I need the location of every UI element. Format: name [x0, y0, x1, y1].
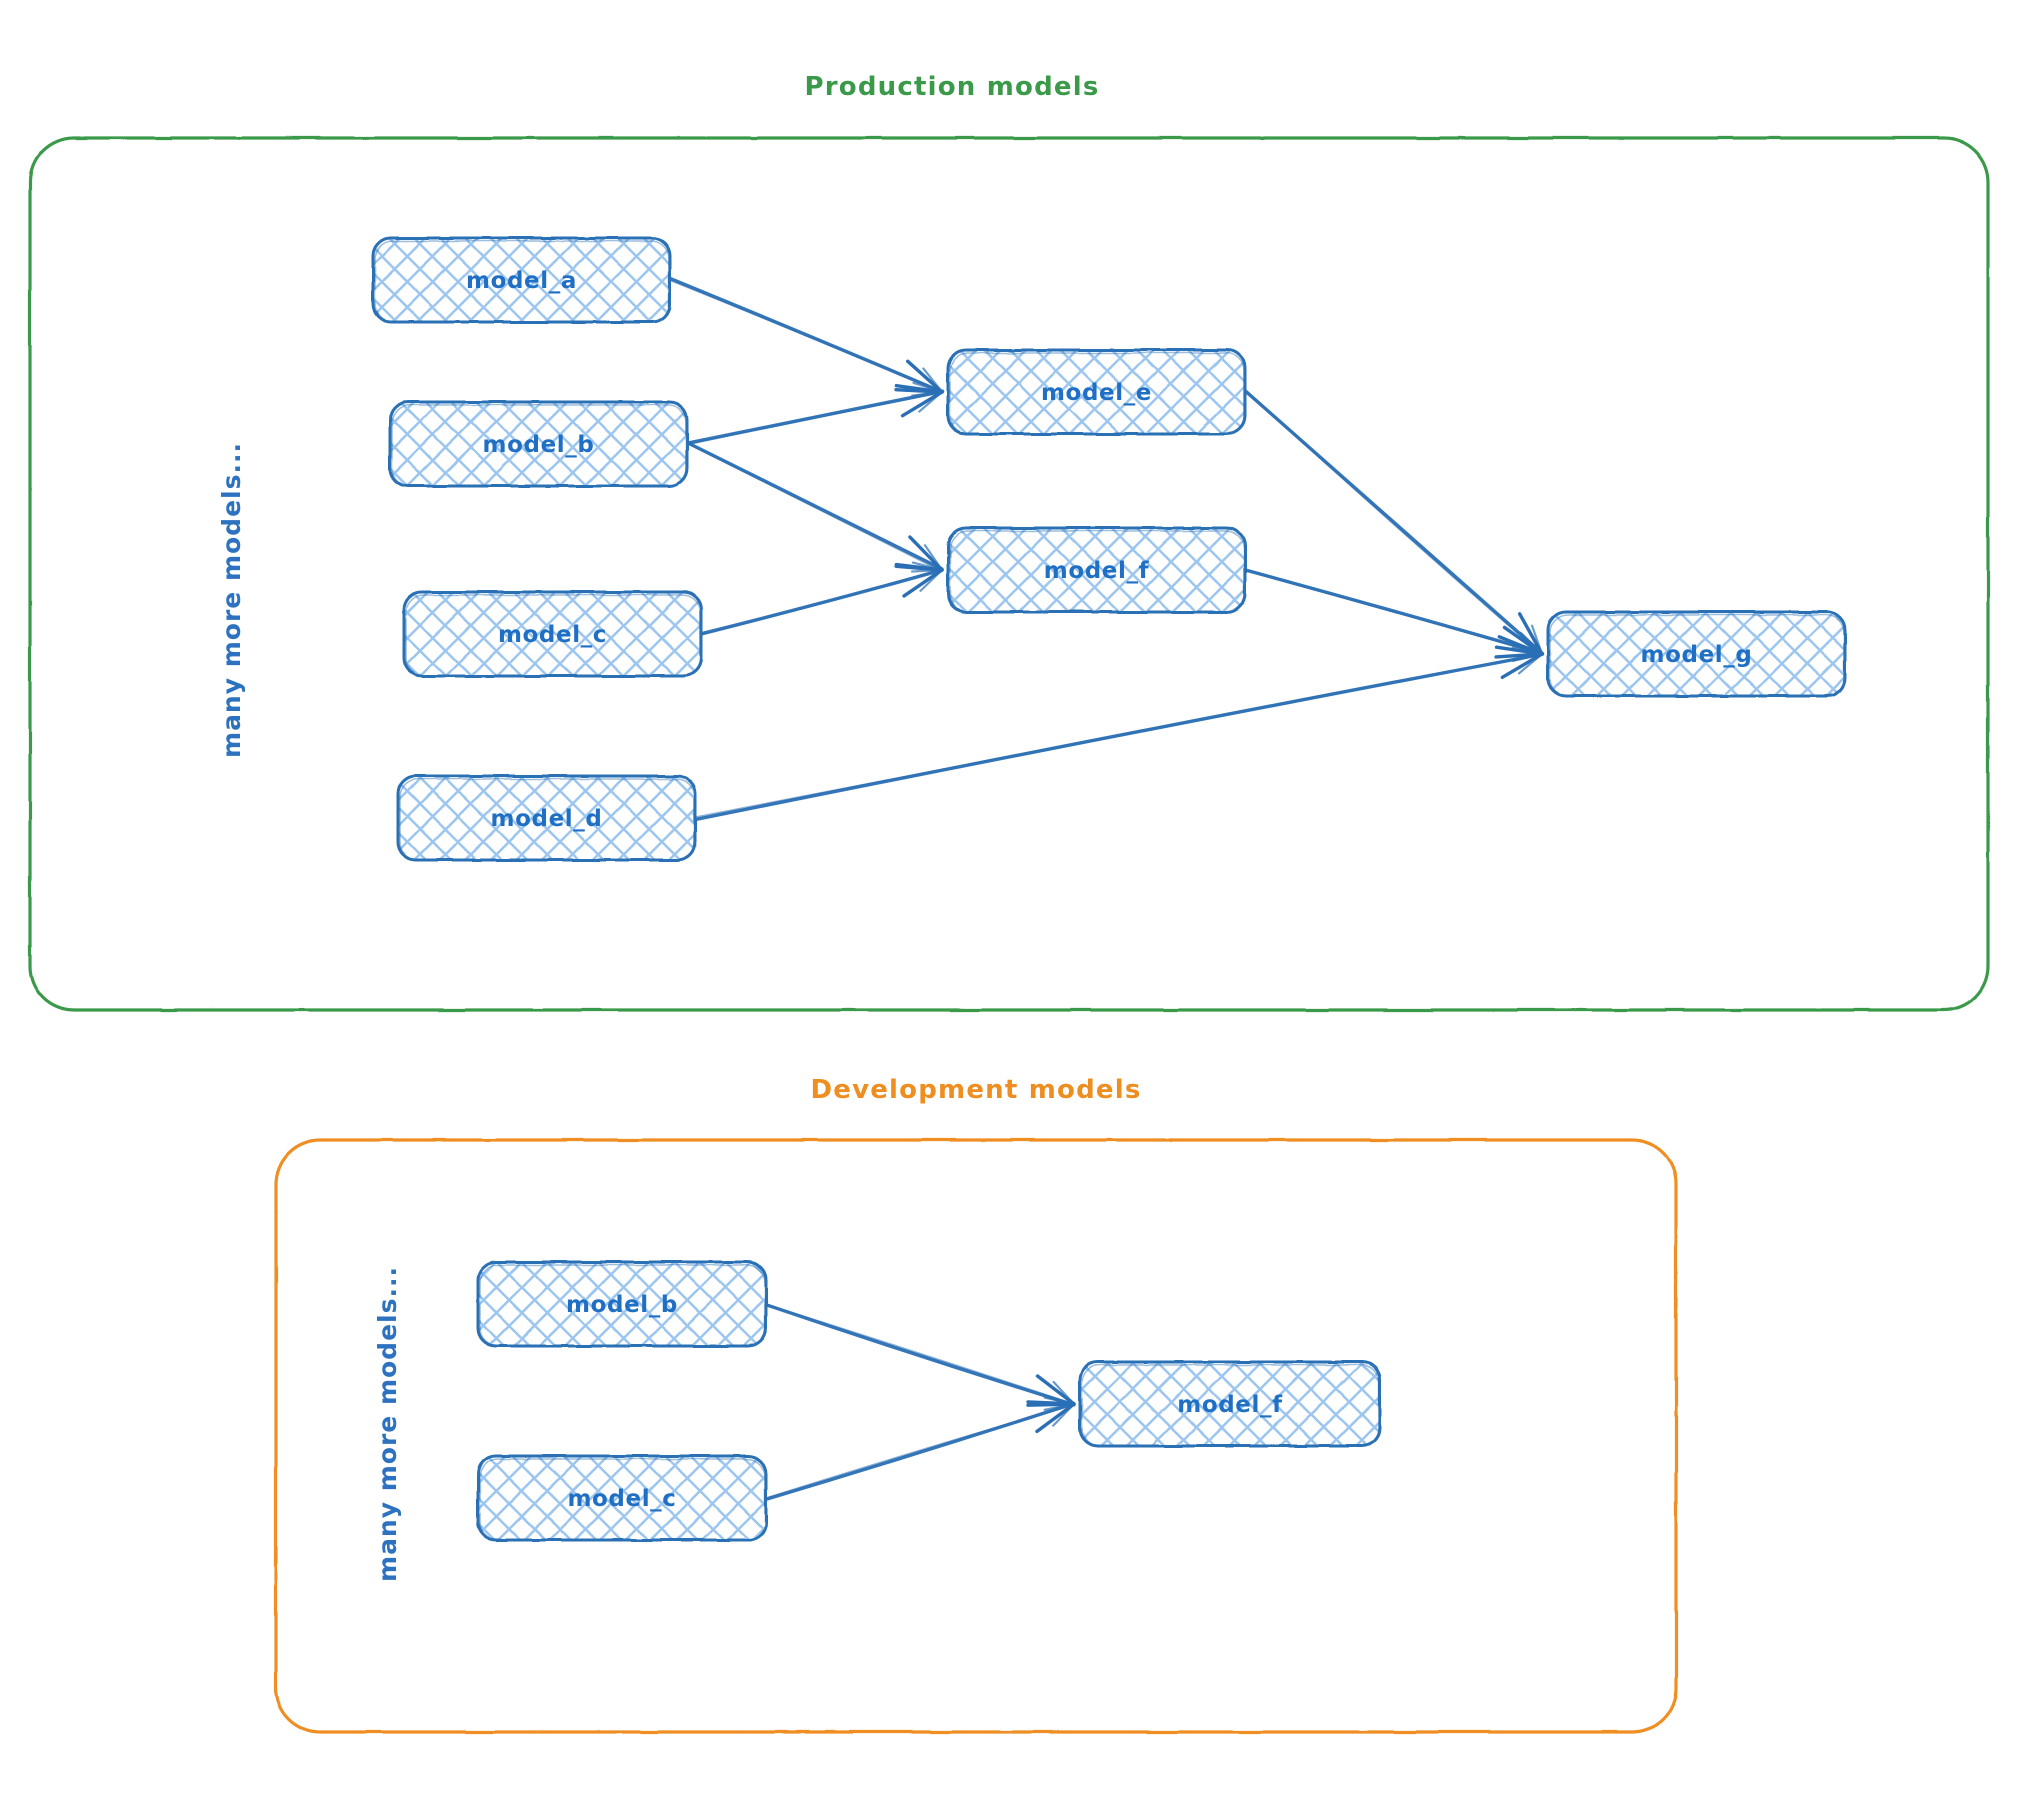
group-title-production: Production models: [804, 72, 1099, 102]
node-label: model_b: [566, 1292, 678, 1318]
edge-model_e-to-model_g: [1246, 391, 1543, 654]
node-label: model_c: [498, 622, 607, 648]
side-label-development: many more models...: [373, 1266, 402, 1582]
node-development-dev_model_c[interactable]: model_c: [478, 1456, 766, 1540]
node-production-model_f[interactable]: model_f: [948, 528, 1245, 612]
edge-model_b-to-model_e: [686, 383, 943, 445]
node-label: model_d: [491, 806, 603, 832]
node-label: model_f: [1177, 1392, 1283, 1418]
node-production-model_b[interactable]: model_b: [390, 402, 687, 486]
edge-model_c-to-model_f: [700, 563, 942, 636]
edge-dev_model_c-to-dev_model_f: [766, 1398, 1074, 1499]
node-development-dev_model_b[interactable]: model_b: [478, 1262, 766, 1346]
edge-model_b-to-model_f: [687, 443, 942, 572]
edge-model_d-to-model_g: [694, 645, 1542, 820]
node-development-dev_model_f[interactable]: model_f: [1080, 1362, 1380, 1446]
group-title-development: Development models: [810, 1075, 1141, 1105]
node-production-model_e[interactable]: model_e: [948, 350, 1245, 434]
node-production-model_c[interactable]: model_c: [404, 592, 701, 676]
node-label: model_g: [1641, 642, 1753, 668]
node-label: model_e: [1041, 380, 1152, 406]
edge-model_a-to-model_e: [671, 279, 942, 396]
node-label: model_b: [483, 432, 595, 458]
node-production-model_g[interactable]: model_g: [1548, 612, 1845, 696]
node-label: model_f: [1044, 558, 1150, 584]
side-label-production: many more models...: [217, 442, 246, 758]
node-label: model_a: [466, 268, 577, 294]
node-production-model_d[interactable]: model_d: [398, 776, 695, 860]
node-production-model_a[interactable]: model_a: [373, 238, 670, 322]
edge-dev_model_b-to-dev_model_f: [765, 1304, 1074, 1410]
node-label: model_c: [567, 1486, 676, 1512]
